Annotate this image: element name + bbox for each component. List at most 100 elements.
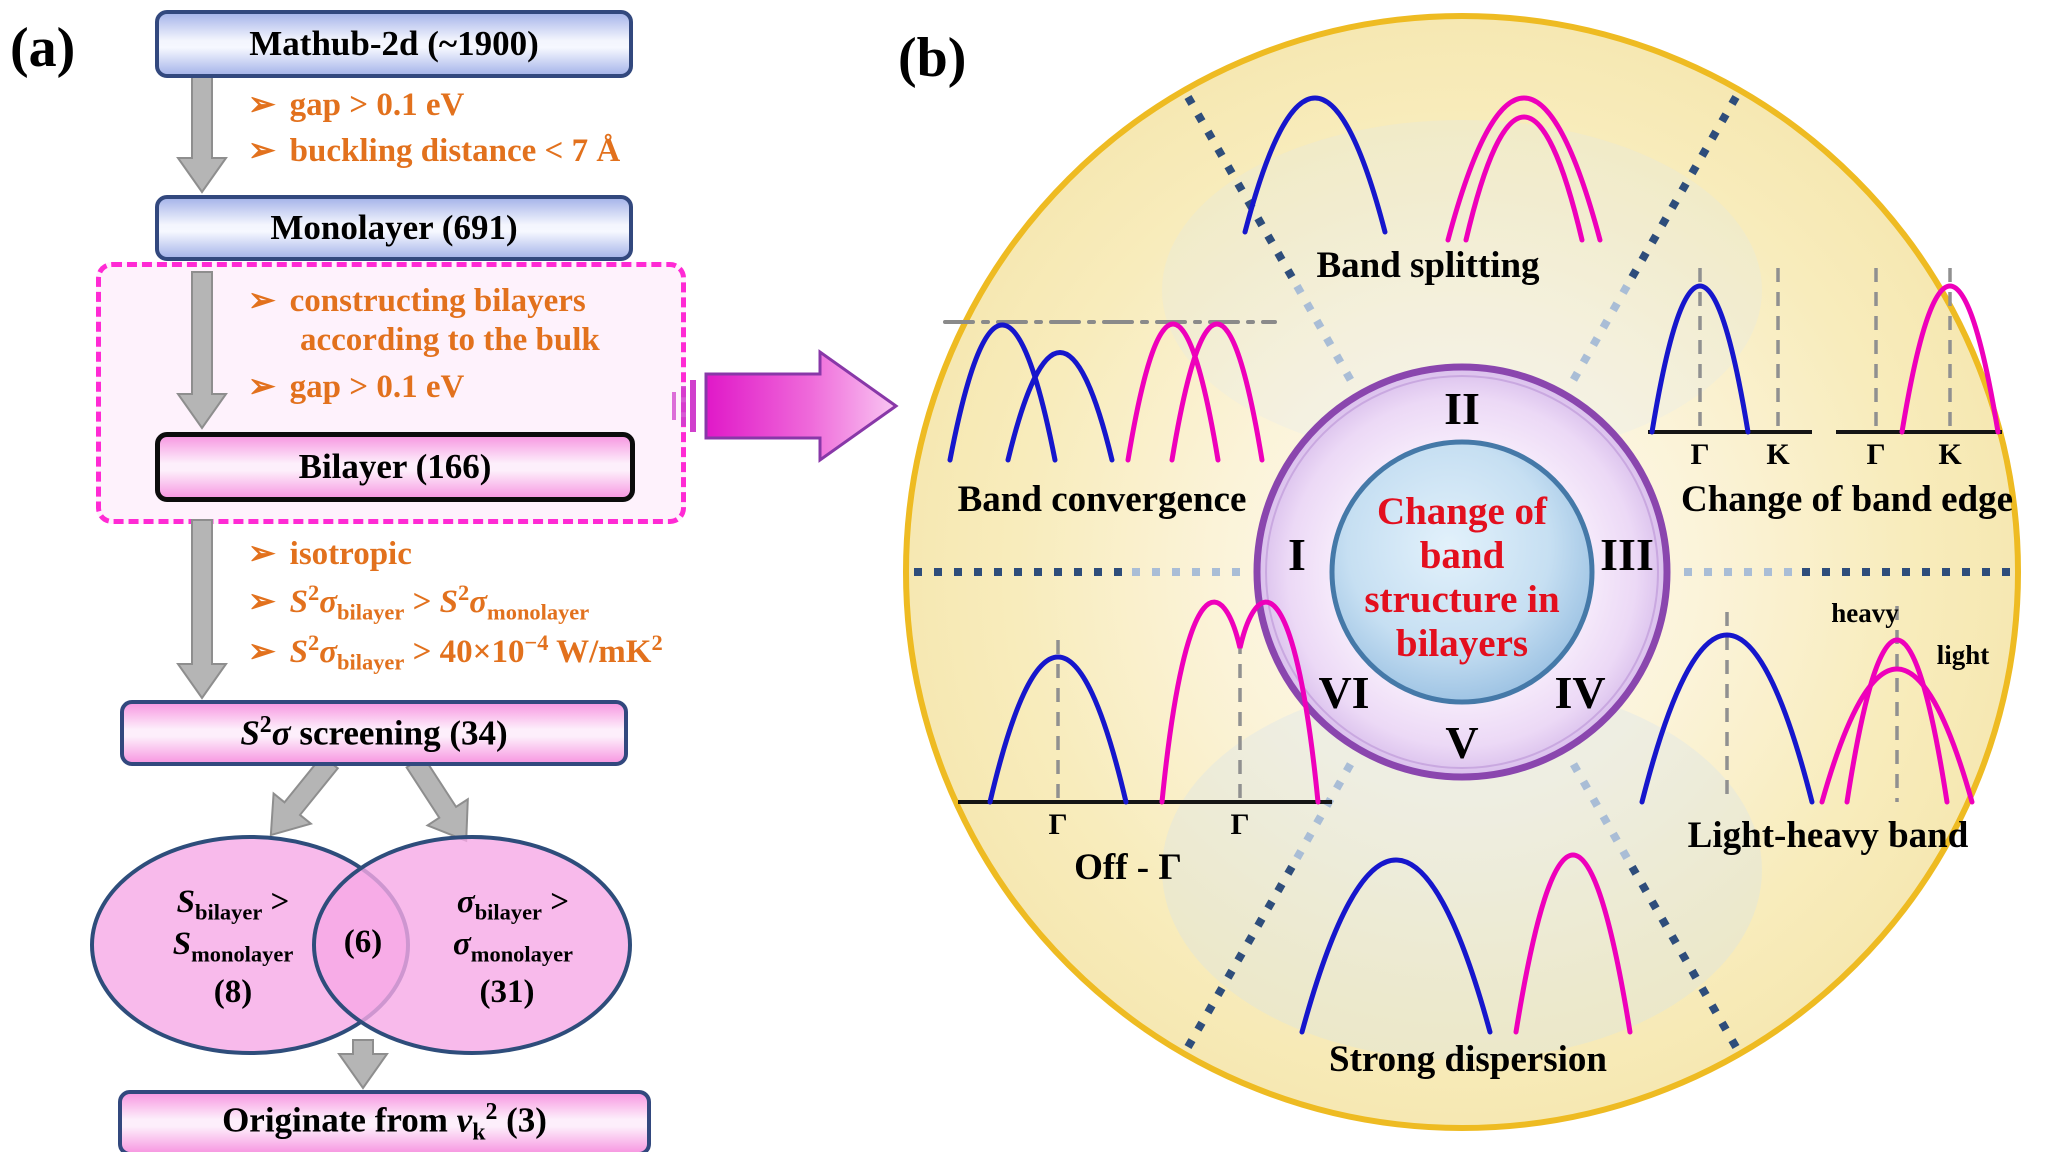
screening-box: S2σ screening (34): [120, 700, 628, 766]
criterion-gap-2: ➢ gap > 0.1 eV: [248, 366, 464, 406]
mathub-box: Mathub-2d (~1900): [155, 10, 633, 78]
center-title-line1: Change of: [1376, 490, 1548, 533]
arrow-bilayer-to-screening: [176, 519, 228, 700]
panel-b-label: (b): [898, 27, 967, 89]
venn-left-line2: Smonolayer: [172, 926, 294, 967]
bilayer-band-curve-inner: [1463, 114, 1585, 243]
center-title: Change of band structure in bilayers: [1332, 490, 1592, 666]
venn-right-line1: σbilayer >: [456, 884, 570, 925]
gamma-tick-label: Γ: [1230, 808, 1250, 841]
originate-box-label: Originate from νk2 (3): [222, 1099, 547, 1146]
gamma-tick-label: Γ: [1690, 438, 1710, 471]
center-title-line2: band: [1419, 534, 1505, 577]
strong-dispersion-sketch: [1299, 852, 1633, 1035]
venn-intersection-count: (6): [343, 924, 383, 960]
numeral-IV: IV: [1554, 667, 1606, 718]
heavy-band-note: heavy: [1831, 598, 1899, 628]
numeral-I: I: [1288, 529, 1306, 580]
monolayer-band-curve-2: [1005, 350, 1115, 463]
change-of-band-edge-label: Change of band edge: [1680, 479, 2014, 520]
strong-dispersion-label: Strong dispersion: [1329, 1039, 1607, 1080]
monolayer-band-curve: [1242, 95, 1388, 235]
criterion-gap-1: ➢ gap > 0.1 eV: [248, 84, 464, 124]
center-title-line3: structure in: [1364, 578, 1560, 621]
off-gamma-sketch: [958, 599, 1332, 805]
venn-left-line1: Sbilayer >: [176, 884, 290, 925]
center-title-line4: bilayers: [1395, 622, 1529, 665]
band-splitting-sketch: [1242, 95, 1603, 243]
criterion-text: gap > 0.1 eV: [289, 369, 465, 405]
bilayer-band-curve-outer: [1445, 95, 1603, 243]
criterion-text: S2σbilayer > S2σmonolayer: [289, 580, 590, 625]
bilayer-box-label: Bilayer (166): [298, 447, 492, 486]
criterion-text: according to the bulk: [300, 322, 600, 358]
numeral-ring-bevel: [1265, 375, 1659, 769]
change-of-band-edge-sketch: [1648, 268, 2002, 435]
bullet-icon: ➢: [248, 87, 276, 123]
light-heavy-band-label: Light-heavy band: [1687, 815, 1969, 856]
monolayer-box-label: Monolayer (691): [270, 208, 518, 247]
arrow-screening-to-venn-left: [269, 754, 340, 837]
numeral-II: II: [1444, 383, 1480, 434]
bilayer-light-band-curve: [1844, 637, 1950, 805]
bullet-icon: ➢: [248, 584, 276, 620]
blue-tint-bottom: [1162, 680, 1762, 1060]
light-heavy-band-sketch: [1639, 606, 1975, 805]
light-band-note: light: [1936, 640, 1990, 670]
bilayer-band-curve: [1899, 283, 2001, 435]
screening-box-label: S2σ screening (34): [240, 712, 508, 753]
blue-tint-top: [1162, 120, 1762, 460]
bullet-icon: ➢: [248, 369, 276, 405]
flow-arrows: [176, 73, 469, 1090]
mathub-box-label: Mathub-2d (~1900): [249, 24, 539, 63]
bullet-icon: ➢: [248, 536, 276, 572]
criterion-power-factor-compare: ➢ S2σbilayer > S2σmonolayer: [248, 580, 589, 626]
criterion-text: buckling distance < 7 Å: [289, 133, 621, 169]
venn-right-ellipse: [312, 835, 632, 1055]
monolayer-band-curve: [1639, 632, 1815, 805]
off-gamma-label: Off - Γ: [1074, 847, 1182, 888]
numeral-VI: VI: [1318, 667, 1370, 718]
criterion-text: gap > 0.1 eV: [289, 87, 465, 123]
criterion-text: isotropic: [289, 536, 412, 572]
band-convergence-label: Band convergence: [957, 479, 1247, 520]
band-splitting-label: Band splitting: [1316, 245, 1540, 286]
k-tick-label: K: [1938, 438, 1962, 471]
venn-right-line2: σmonolayer: [453, 926, 573, 967]
bullet-icon: ➢: [248, 283, 276, 319]
sector-divider-lines: [914, 95, 2010, 1049]
criterion-constructing: ➢ constructing bilayers: [248, 280, 586, 320]
k-tick-label: K: [1766, 438, 1790, 471]
venn-right-count: (31): [479, 974, 535, 1010]
panel-transition-arrow: [672, 349, 899, 463]
bilayer-box: Bilayer (166): [155, 432, 635, 502]
venn-left-count: (8): [213, 974, 253, 1010]
panel-a-label: (a): [10, 17, 76, 79]
criterion-text: S2σbilayer > 40×10−4 W/mK2: [289, 630, 663, 675]
monolayer-box: Monolayer (691): [155, 195, 633, 261]
venn-diagram: [90, 835, 632, 1055]
criterion-text: constructing bilayers: [289, 283, 586, 319]
criterion-isotropic: ➢ isotropic: [248, 533, 412, 573]
band-convergence-sketch: [943, 320, 1277, 463]
criterion-constructing-cont: according to the bulk: [300, 322, 600, 359]
gamma-tick-label: Γ: [1866, 438, 1886, 471]
monolayer-band-curve: [1649, 283, 1751, 435]
bilayer-band-curve-2: [1169, 321, 1265, 463]
bilayer-band-curve: [1159, 599, 1321, 805]
monolayer-band-curve-1: [947, 322, 1058, 463]
numeral-V: V: [1445, 717, 1479, 768]
originate-box: Originate from νk2 (3): [118, 1090, 651, 1152]
arrow-monolayer-to-bilayer: [176, 271, 228, 430]
bullet-icon: ➢: [248, 133, 276, 169]
bilayer-band-curve-1: [1125, 321, 1221, 463]
center-circle: [1329, 439, 1595, 705]
bilayer-band-curve: [1513, 852, 1633, 1035]
bullet-icon: ➢: [248, 634, 276, 670]
gamma-tick-label: Γ: [1048, 808, 1068, 841]
numeral-III: III: [1600, 529, 1654, 580]
criterion-buckling: ➢ buckling distance < 7 Å: [248, 130, 620, 170]
criterion-power-factor-threshold: ➢ S2σbilayer > 40×10−4 W/mK2: [248, 630, 663, 676]
